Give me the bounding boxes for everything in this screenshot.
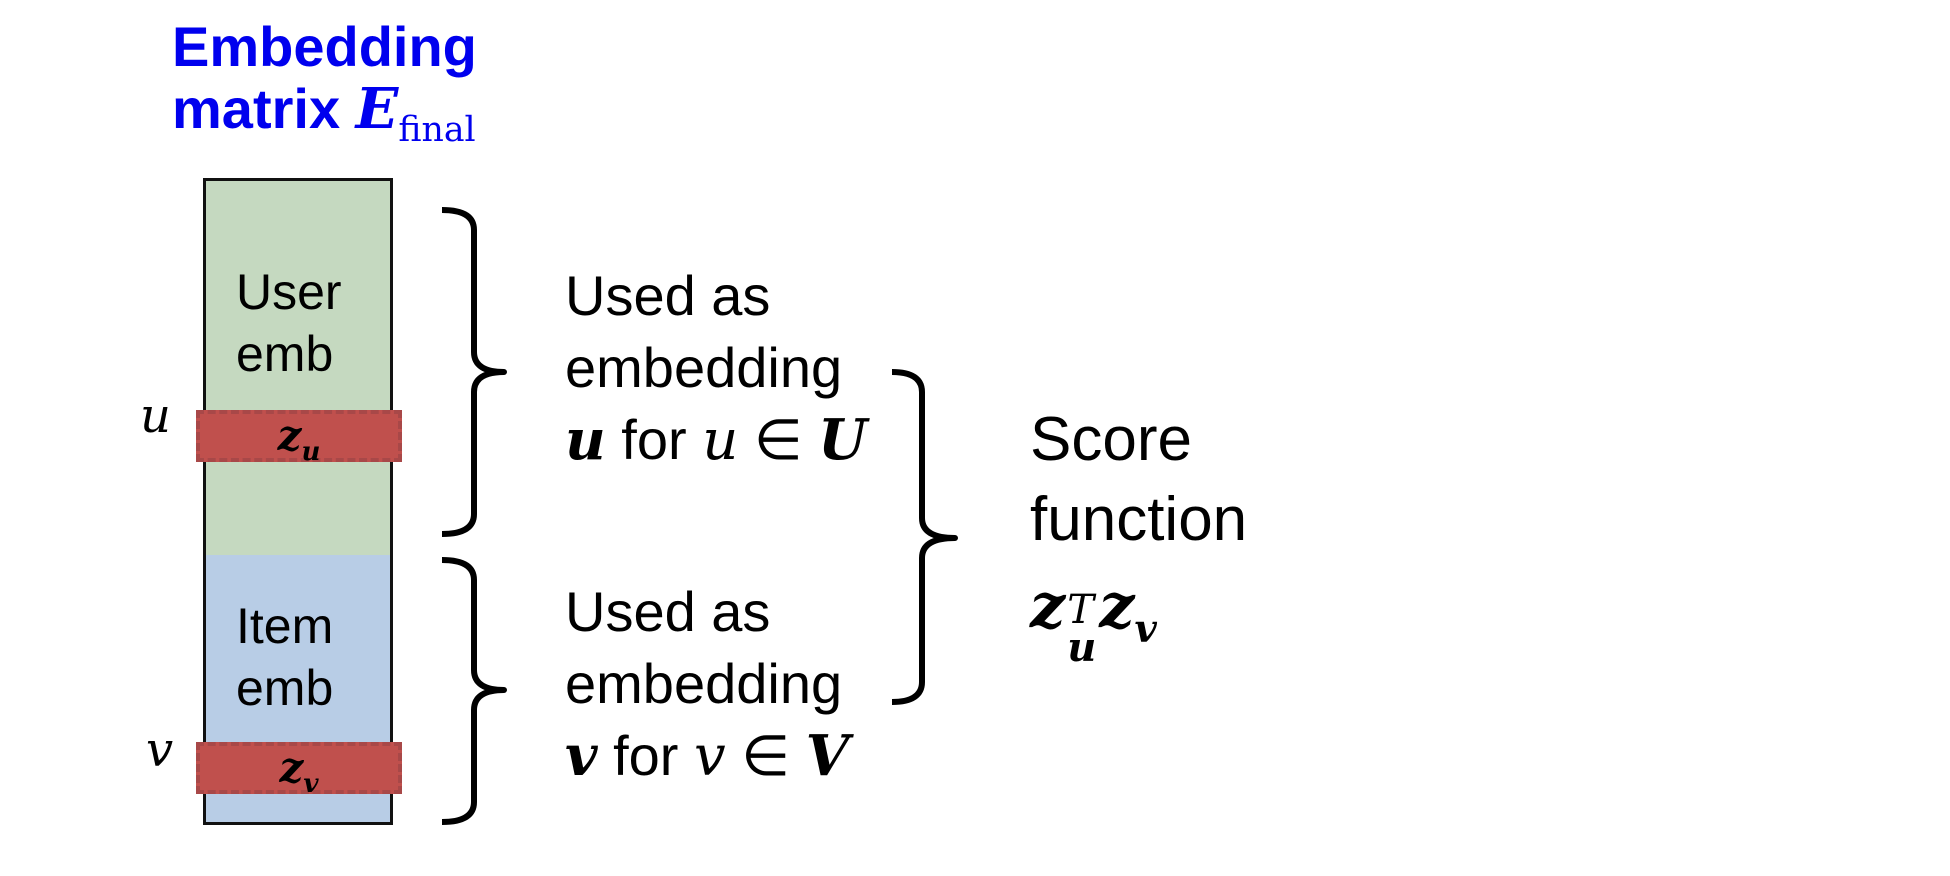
score-line1: Score	[1030, 405, 1192, 474]
item-vector-symbol: v	[565, 723, 598, 789]
user-embedding-block: User emb	[203, 178, 393, 555]
score-brace	[891, 369, 958, 705]
item-var: v	[694, 724, 726, 789]
score-z1-superscript: T	[1067, 587, 1094, 633]
score-z1-subscript: u	[1067, 624, 1097, 671]
user-row-symbol: z	[277, 411, 302, 460]
user-brace	[441, 207, 507, 537]
user-annotation-line2: embedding	[565, 336, 843, 399]
item-row-highlight[interactable]: zv	[196, 742, 402, 799]
item-annotation-line2: embedding	[565, 652, 843, 715]
user-row-subscript: u	[301, 436, 321, 467]
item-block-label-line2: emb	[236, 660, 334, 716]
score-z2-subscript: v	[1134, 606, 1157, 652]
user-var: u	[702, 408, 739, 473]
user-for-text: for	[605, 408, 703, 471]
item-for-text: for	[597, 724, 695, 787]
item-row-subscript: v	[303, 768, 319, 799]
user-side-label: u	[140, 388, 171, 444]
user-annotation-line1: Used as	[565, 264, 771, 327]
item-annotation-line3: v for v ∈ V	[565, 720, 849, 793]
matrix-title-line2: matrix Efinal	[172, 78, 477, 161]
item-annotation: Used as embedding v for v ∈ V	[565, 576, 849, 793]
item-set-symbol: V	[805, 723, 850, 789]
user-vector-symbol: u	[565, 407, 606, 473]
item-row-embedding-label: zv	[200, 746, 398, 806]
user-in-symbol: ∈	[738, 408, 819, 471]
item-row-symbol: z	[279, 743, 304, 792]
user-set-symbol: U	[818, 407, 868, 473]
user-row-highlight[interactable]: zu	[196, 410, 402, 467]
user-annotation-line3: u for u ∈ U	[565, 404, 867, 477]
matrix-title: Embedding matrix Efinal	[172, 16, 477, 161]
score-z1: z	[1030, 569, 1066, 642]
item-annotation-line1: Used as	[565, 580, 771, 643]
item-side-label: v	[146, 722, 174, 778]
score-z2: z	[1099, 569, 1135, 642]
user-annotation: Used as embedding u for u ∈ U	[565, 260, 867, 477]
matrix-title-line1: Embedding	[172, 15, 477, 78]
score-line2: function	[1030, 485, 1248, 554]
item-in-symbol: ∈	[725, 724, 806, 787]
item-brace	[441, 557, 507, 825]
user-block-label-line2: emb	[236, 326, 334, 382]
matrix-title-word: matrix	[172, 77, 341, 140]
matrix-symbol-subscript: final	[398, 110, 476, 151]
user-block-label: User emb	[236, 261, 342, 385]
user-row-embedding-label: zu	[200, 414, 398, 474]
item-block-label-line1: Item	[236, 598, 334, 654]
matrix-symbol: E	[355, 76, 399, 142]
user-block-label-line1: User	[236, 264, 342, 320]
item-block-label: Item emb	[236, 595, 333, 719]
